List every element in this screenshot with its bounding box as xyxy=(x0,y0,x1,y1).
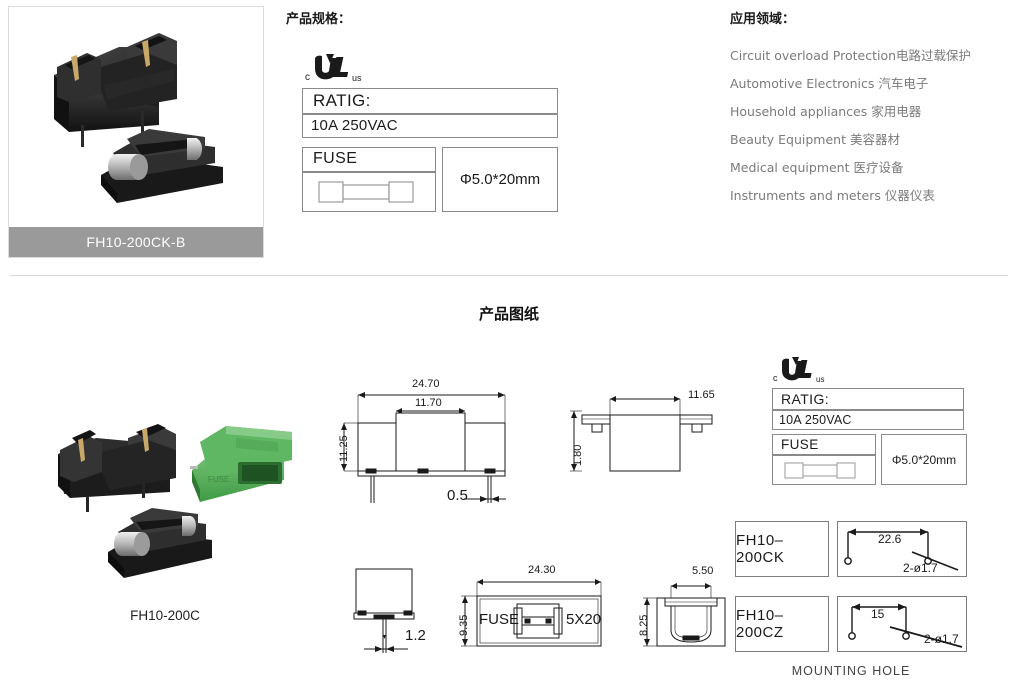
svg-text:c: c xyxy=(773,373,778,383)
product-photo-card: FH10-200CK-B xyxy=(8,6,264,258)
ul-certification-mark: c us xyxy=(304,52,364,86)
rating-value: 10A 250VAC xyxy=(311,117,398,134)
mounting-hole-0: 2-ø1.7 xyxy=(903,561,938,575)
drawings-photo-caption: FH10-200C xyxy=(130,608,200,623)
bottom-right-view-drawing xyxy=(635,560,745,660)
rating-label-box: RATIG: xyxy=(302,88,558,114)
svg-text:FUSE: FUSE xyxy=(208,475,229,484)
mounting-row-model-1: FH10–200CZ xyxy=(735,596,829,652)
top-view-cover-width: 11.65 xyxy=(688,389,715,401)
drawings-rating-value: 10A 250VAC xyxy=(779,413,852,427)
top-view-thickness: 1.80 xyxy=(572,444,584,466)
bottom-middle-fuse-label: FUSE xyxy=(479,611,520,628)
rating-label: RATIG: xyxy=(313,91,371,110)
list-item: Instruments and meters 仪器仪表 xyxy=(730,188,935,203)
mounting-row-diagram-1 xyxy=(837,596,967,652)
drawings-ul-certification-mark: c us xyxy=(772,356,828,386)
list-item: Household appliances 家用电器 xyxy=(730,104,922,119)
bottom-middle-fuse-size: 5X20 xyxy=(566,611,602,628)
front-view-pin-width: 0.5 xyxy=(447,487,468,504)
front-view-inner-width: 11.70 xyxy=(415,397,442,409)
mounting-pitch-1: 15 xyxy=(871,607,885,621)
bottom-middle-width: 24.30 xyxy=(528,564,556,576)
product-photo-image xyxy=(9,7,263,229)
fuse-dimension-box: Φ5.0*20mm xyxy=(442,147,558,212)
bottom-right-height: 8.25 xyxy=(638,614,650,636)
mounting-row-diagram-0 xyxy=(837,521,967,577)
drawings-fuse-dimension-box: Φ5.0*20mm xyxy=(881,434,967,485)
product-photo-caption: FH10-200CK-B xyxy=(9,227,263,257)
drawings-rating-label: RATIG: xyxy=(781,391,830,407)
bottom-middle-height: 9.35 xyxy=(458,614,470,636)
rating-value-box: 10A 250VAC xyxy=(302,114,558,138)
drawings-fuse-label-box: FUSE xyxy=(772,434,876,455)
list-item: Medical equipment 医疗设备 xyxy=(730,160,904,175)
drawings-product-photo: FUSE xyxy=(30,420,300,605)
fuse-symbol-box xyxy=(302,172,436,212)
section-divider xyxy=(10,275,1008,276)
drawings-rating-label-box: RATIG: xyxy=(772,388,964,410)
drawings-fuse-symbol-box xyxy=(772,455,876,485)
list-item: Automotive Electronics 汽车电子 xyxy=(730,76,929,91)
mounting-hole-title: MOUNTING HOLE xyxy=(791,664,911,678)
fuse-cartridge-symbol xyxy=(784,462,856,479)
fuse-label-box: FUSE xyxy=(302,147,436,172)
bottom-right-width: 5.50 xyxy=(692,565,714,577)
front-view-drawing xyxy=(330,375,540,510)
svg-text:c: c xyxy=(305,72,310,83)
top-view-drawing xyxy=(570,385,730,485)
svg-text:us: us xyxy=(816,375,824,384)
svg-text:us: us xyxy=(352,73,362,83)
list-item: Beauty Equipment 美容器材 xyxy=(730,132,900,147)
applications-heading: 应用领域： xyxy=(730,12,796,27)
list-item: Circuit overload Protection电路过载保护 xyxy=(730,48,972,63)
drawings-rating-value-box: 10A 250VAC xyxy=(772,410,964,430)
fuse-cartridge-symbol xyxy=(318,181,414,203)
applications-list: Circuit overload Protection电路过载保护 Automo… xyxy=(730,42,971,210)
mounting-pitch-0: 22.6 xyxy=(878,532,902,546)
bottom-left-pin-thickness: 1.2 xyxy=(405,627,426,644)
front-view-height: 11.25 xyxy=(338,435,350,462)
mounting-row-model-0: FH10–200CK xyxy=(735,521,829,577)
bottom-left-view-drawing xyxy=(330,565,460,660)
drawings-fuse-label: FUSE xyxy=(781,437,819,452)
fuse-label: FUSE xyxy=(313,150,358,167)
spec-heading: 产品规格： xyxy=(286,12,352,27)
mounting-hole-1: 2-ø1.7 xyxy=(924,632,959,646)
front-view-overall-width: 24.70 xyxy=(412,378,440,390)
bottom-middle-view-drawing xyxy=(455,560,615,660)
drawings-section-title: 产品图纸 xyxy=(478,305,539,323)
